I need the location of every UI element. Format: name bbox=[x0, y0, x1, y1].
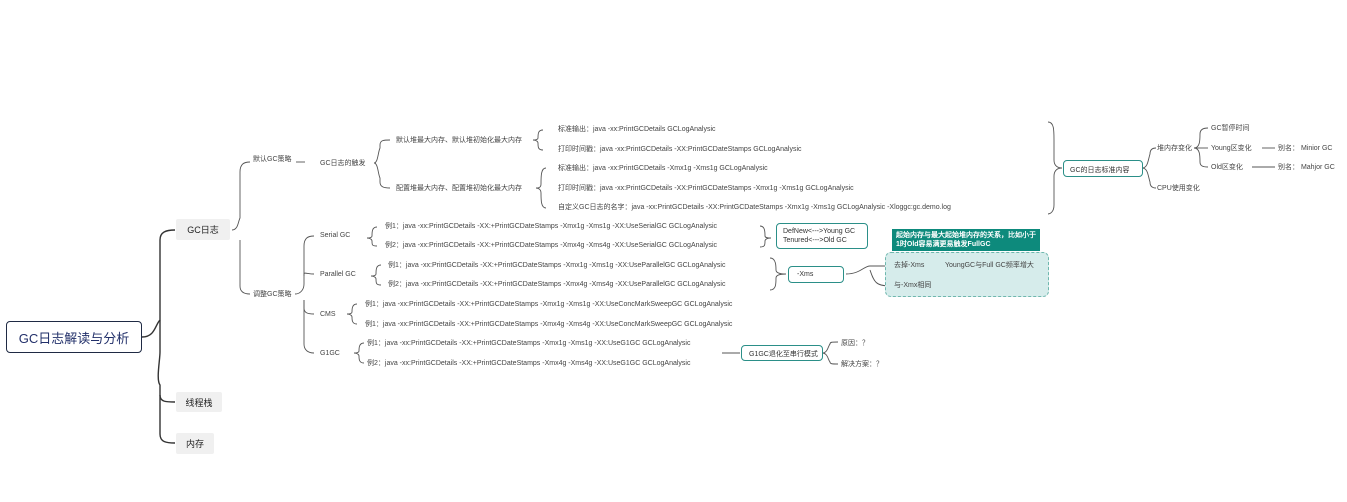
parallel-example-2[interactable]: 例2：java -xx:PrintGCDetails -XX:+PrintGCD… bbox=[388, 281, 726, 288]
topic-thread-stack[interactable]: 线程栈 bbox=[176, 392, 222, 412]
g1-example-1[interactable]: 例1：java -xx:PrintGCDetails -XX:+PrintGCD… bbox=[367, 340, 691, 347]
xms-remove[interactable]: 去掉-Xms bbox=[894, 262, 925, 269]
topic-cpu-change[interactable]: CPU使用变化 bbox=[1157, 185, 1200, 192]
topic-serial-gc[interactable]: Serial GC bbox=[320, 232, 351, 239]
topic-g1gc[interactable]: G1GC bbox=[320, 350, 340, 357]
topic-gc-log[interactable]: GC日志 bbox=[176, 219, 230, 240]
g1-degrade-reason[interactable]: 原因：？ bbox=[841, 340, 869, 347]
old-alias[interactable]: 别名： Mahjor GC bbox=[1278, 164, 1335, 171]
topic-heap-change[interactable]: 堆内存变化 bbox=[1157, 145, 1192, 152]
topic-old-change[interactable]: Old区变化 bbox=[1211, 164, 1243, 171]
topic-adjust-strategy[interactable]: 调整GC策略 bbox=[253, 291, 292, 298]
cms-example-2[interactable]: 例1：java -xx:PrintGCDetails -XX:+PrintGCD… bbox=[365, 321, 733, 328]
topic-gc-standard[interactable]: GC的日志标准内容 bbox=[1063, 160, 1143, 177]
root-topic[interactable]: GC日志解读与分析 bbox=[6, 321, 142, 353]
config-item-custom-log[interactable]: 自定义GC日志的名字：java -xx:PrintGCDetails -XX:P… bbox=[558, 204, 951, 211]
topic-parallel-gc[interactable]: Parallel GC bbox=[320, 271, 356, 278]
default-item-stdout[interactable]: 标准输出：java -xx:PrintGCDetails GCLogAnalys… bbox=[558, 126, 716, 133]
topic-cms[interactable]: CMS bbox=[320, 311, 336, 318]
serial-note-box[interactable]: DefNew<--->Young GC Tenured<--->Old GC bbox=[776, 223, 868, 249]
topic-g1-degrade[interactable]: G1GC退化至串行模式 bbox=[741, 345, 823, 361]
young-alias[interactable]: 别名： Minior GC bbox=[1278, 145, 1333, 152]
parallel-example-1[interactable]: 例1：java -xx:PrintGCDetails -XX:+PrintGCD… bbox=[388, 262, 726, 269]
config-item-stdout[interactable]: 标准输出：java -xx:PrintGCDetails -Xmx1g -Xms… bbox=[558, 165, 768, 172]
serial-note-line-1: DefNew<--->Young GC bbox=[783, 228, 856, 235]
topic-xms[interactable]: -Xms bbox=[788, 266, 844, 283]
g1-degrade-solution[interactable]: 解决方案：？ bbox=[841, 361, 883, 368]
serial-example-2[interactable]: 例2：java -xx:PrintGCDetails -XX:+PrintGCD… bbox=[385, 242, 718, 249]
xms-result[interactable]: YoungGC与Full GC频率增大 bbox=[945, 262, 1034, 269]
topic-gc-pause[interactable]: GC暂停时间 bbox=[1211, 125, 1250, 132]
topic-config-heap[interactable]: 配置堆最大内存、配置堆初始化最大内存 bbox=[396, 185, 522, 192]
serial-example-1[interactable]: 例1：java -xx:PrintGCDetails -XX:+PrintGCD… bbox=[385, 223, 718, 230]
default-item-timestamp[interactable]: 打印时间戳：java -xx:PrintGCDetails -XX:PrintG… bbox=[558, 146, 802, 153]
g1-example-2[interactable]: 例2：java -xx:PrintGCDetails -XX:+PrintGCD… bbox=[367, 360, 691, 367]
topic-gc-log-trigger[interactable]: GC日志的触发 bbox=[320, 160, 366, 167]
xms-same[interactable]: 与-Xmx相同 bbox=[894, 282, 932, 289]
topic-young-change[interactable]: Young区变化 bbox=[1211, 145, 1252, 152]
topic-default-strategy[interactable]: 默认GC策略 bbox=[253, 156, 292, 163]
serial-note-line-2: Tenured<--->Old GC bbox=[783, 237, 847, 244]
xms-callout: 起始内存与最大起始堆内存的关系，比如小于1时Old容易满更易触发FullGC bbox=[892, 229, 1040, 251]
config-item-timestamp[interactable]: 打印时间戳：java -xx:PrintGCDetails -XX:PrintG… bbox=[558, 185, 854, 192]
topic-memory[interactable]: 内存 bbox=[176, 433, 214, 454]
xms-group bbox=[885, 252, 1049, 297]
cms-example-1[interactable]: 例1：java -xx:PrintGCDetails -XX:+PrintGCD… bbox=[365, 301, 733, 308]
topic-default-heap[interactable]: 默认堆最大内存、默认堆初始化最大内存 bbox=[396, 137, 522, 144]
